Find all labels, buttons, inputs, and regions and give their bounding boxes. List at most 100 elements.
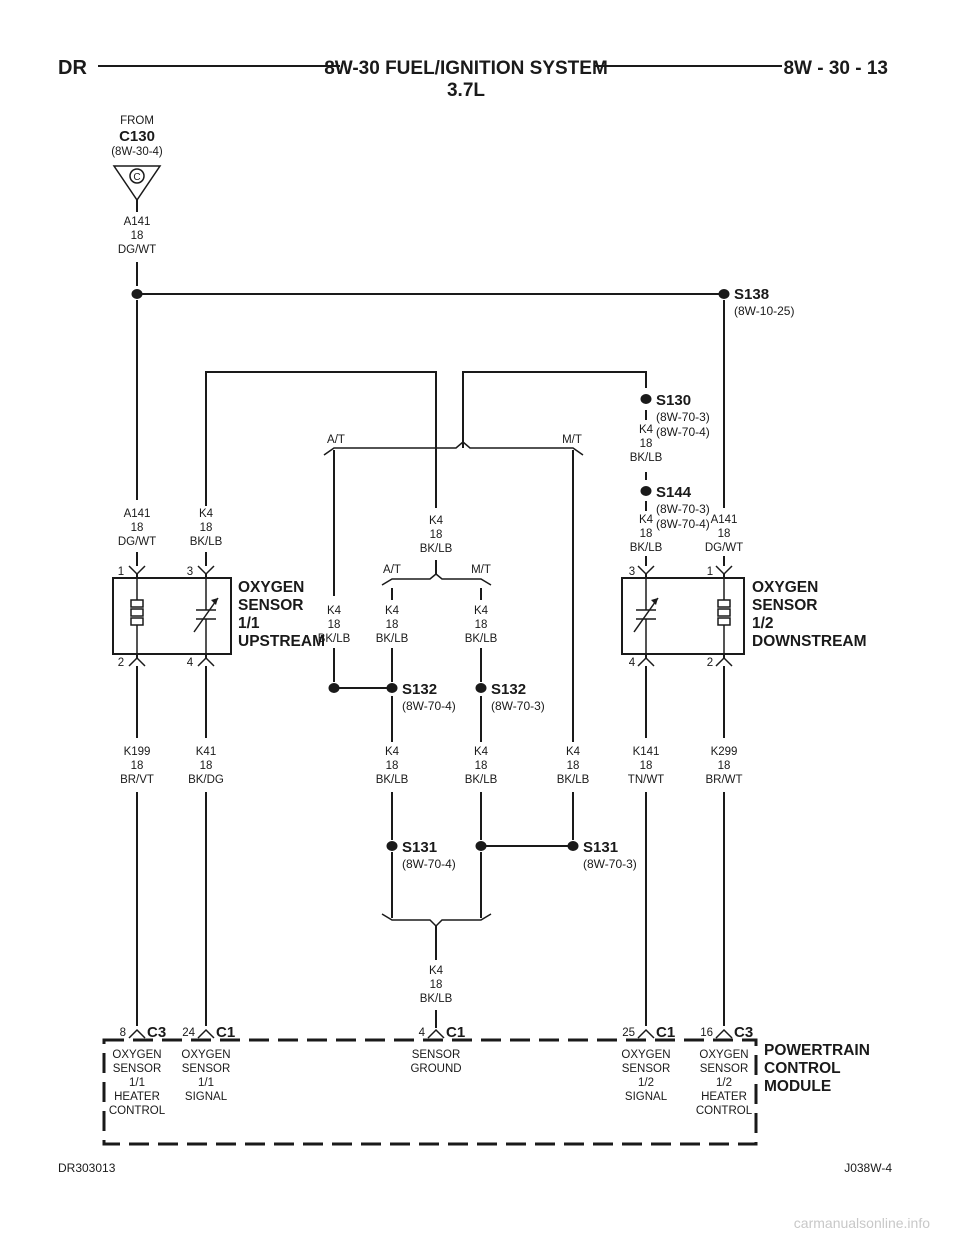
svg-text:BK/LB: BK/LB xyxy=(190,536,223,548)
svg-text:SENSOR: SENSOR xyxy=(622,1063,671,1075)
sensor-up-pin-4: 4 xyxy=(187,657,194,669)
svg-text:BK/DG: BK/DG xyxy=(188,774,224,786)
svg-text:1/1: 1/1 xyxy=(198,1077,214,1089)
sensor-down-line2: SENSOR xyxy=(752,597,817,614)
wires xyxy=(136,262,725,1028)
source-wire-code: A141 xyxy=(124,216,151,228)
splice-s138-name: S138 xyxy=(734,286,769,303)
svg-text:SENSOR: SENSOR xyxy=(113,1063,162,1075)
pcm-pin-16: 16 xyxy=(700,1027,713,1039)
svg-text:K4: K4 xyxy=(327,605,342,617)
footer-left: DR303013 xyxy=(58,1161,116,1175)
svg-text:K4: K4 xyxy=(566,746,581,758)
splice-s132a-name: S132 xyxy=(402,681,437,698)
svg-text:SIGNAL: SIGNAL xyxy=(185,1091,228,1103)
svg-text:BK/LB: BK/LB xyxy=(376,633,409,645)
svg-text:OXYGEN: OXYGEN xyxy=(699,1049,748,1061)
powertrain-control-module: 8 C3 OXYGEN SENSOR 1/1 HEATER CONTROL 24… xyxy=(102,1024,870,1146)
svg-text:18: 18 xyxy=(386,760,399,772)
source-pin: C xyxy=(133,172,140,183)
svg-text:18: 18 xyxy=(640,528,653,540)
header-left: DR xyxy=(58,57,87,79)
source-pin-circle xyxy=(129,168,145,184)
svg-text:A141: A141 xyxy=(124,508,151,520)
splice-s131a-name: S131 xyxy=(402,839,437,856)
watermark: carmanualsonline.info xyxy=(794,1215,930,1231)
source-triangle-icon xyxy=(112,165,162,202)
svg-text:TN/WT: TN/WT xyxy=(628,774,664,786)
pcm-label-line3: MODULE xyxy=(764,1078,831,1095)
svg-text:1/1: 1/1 xyxy=(129,1077,145,1089)
source-from: FROM xyxy=(120,115,154,127)
wire-label-k4-low3: K4 18 BK/LB xyxy=(557,746,590,786)
svg-text:OXYGEN: OXYGEN xyxy=(112,1049,161,1061)
splice-s132a-ref: (8W-70-4) xyxy=(402,699,456,713)
svg-text:K141: K141 xyxy=(633,746,660,758)
splice-dot xyxy=(475,841,487,851)
svg-text:HEATER: HEATER xyxy=(701,1091,747,1103)
splice-dots xyxy=(131,289,730,851)
header-page: 8W - 30 - 13 xyxy=(783,58,888,79)
source-gauge: 18 xyxy=(131,230,144,242)
splice-s131b-ref: (8W-70-3) xyxy=(583,857,637,871)
svg-text:K4: K4 xyxy=(199,508,214,520)
page-header: DR 8W-30 FUEL/IGNITION SYSTEM 8W - 30 - … xyxy=(58,57,888,101)
splice-dot-s138 xyxy=(718,289,730,299)
wire-label-k4-center: K4 18 BK/LB xyxy=(420,515,453,555)
sensor-up-pin-3: 3 xyxy=(187,566,193,578)
oxygen-sensor-downstream: 3 1 4 2 OXYGEN SENSOR 1/2 DOWNSTREAM xyxy=(621,565,867,669)
svg-text:BK/LB: BK/LB xyxy=(557,774,590,786)
svg-text:OXYGEN: OXYGEN xyxy=(621,1049,670,1061)
svg-text:18: 18 xyxy=(475,760,488,772)
svg-text:18: 18 xyxy=(200,760,213,772)
svg-text:K199: K199 xyxy=(124,746,151,758)
svg-text:BK/LB: BK/LB xyxy=(420,993,453,1005)
svg-text:18: 18 xyxy=(430,979,443,991)
svg-text:BK/LB: BK/LB xyxy=(630,452,663,464)
wire-label-k4-s144: K4 18 BK/LB xyxy=(630,514,663,554)
svg-text:K4: K4 xyxy=(474,605,489,617)
svg-text:CONTROL: CONTROL xyxy=(109,1105,166,1117)
svg-text:BK/LB: BK/LB xyxy=(420,543,453,555)
svg-text:GROUND: GROUND xyxy=(410,1063,461,1075)
splice-dot-s131 xyxy=(567,841,579,851)
variable-resistor-icon xyxy=(193,578,219,654)
svg-text:K4: K4 xyxy=(429,965,444,977)
svg-text:BK/LB: BK/LB xyxy=(318,633,351,645)
splice-dot-s144 xyxy=(640,486,652,496)
splice-dot xyxy=(131,289,143,299)
svg-text:18: 18 xyxy=(386,619,399,631)
wire-labels: A141 18 DG/WT K4 18 BK/LB K4 18 BK/LB K4… xyxy=(118,424,743,1005)
wire-label-k41: K41 18 BK/DG xyxy=(188,746,224,786)
svg-text:1/2: 1/2 xyxy=(638,1077,654,1089)
wire-label-k4-up: K4 18 BK/LB xyxy=(190,508,223,548)
pcm-pin-8: 8 xyxy=(120,1027,126,1039)
splice-s132b-ref: (8W-70-3) xyxy=(491,699,545,713)
pcm-conn-c1: C1 xyxy=(216,1024,235,1041)
wire-label-k4-low2: K4 18 BK/LB xyxy=(465,746,498,786)
wire-label-k4-low1: K4 18 BK/LB xyxy=(376,746,409,786)
svg-text:SENSOR: SENSOR xyxy=(182,1063,231,1075)
sensor-down-pin-4: 4 xyxy=(629,657,636,669)
pcm-conn-c3: C3 xyxy=(734,1024,753,1041)
pcm-pin-24: 24 xyxy=(182,1027,195,1039)
wire-label-k4-ground: K4 18 BK/LB xyxy=(420,965,453,1005)
svg-text:18: 18 xyxy=(131,522,144,534)
splice-s138-ref: (8W-10-25) xyxy=(734,304,794,318)
pcm-conn-c3: C3 xyxy=(147,1024,166,1041)
svg-text:BR/VT: BR/VT xyxy=(120,774,154,786)
pcm-conn-c1: C1 xyxy=(656,1024,675,1041)
wire-label-k141: K141 18 TN/WT xyxy=(628,746,664,786)
svg-text:18: 18 xyxy=(718,760,731,772)
splice-s144-name: S144 xyxy=(656,484,692,501)
svg-text:K41: K41 xyxy=(196,746,216,758)
option-mt-lower: M/T xyxy=(471,564,491,576)
option-mt-upper: M/T xyxy=(562,434,582,446)
svg-text:18: 18 xyxy=(131,760,144,772)
footer-right: J038W-4 xyxy=(844,1161,892,1175)
svg-text:SENSOR: SENSOR xyxy=(412,1049,461,1061)
sensor-down-line3: 1/2 xyxy=(752,615,774,632)
svg-text:18: 18 xyxy=(328,619,341,631)
pcm-label-line2: CONTROL xyxy=(764,1060,841,1077)
